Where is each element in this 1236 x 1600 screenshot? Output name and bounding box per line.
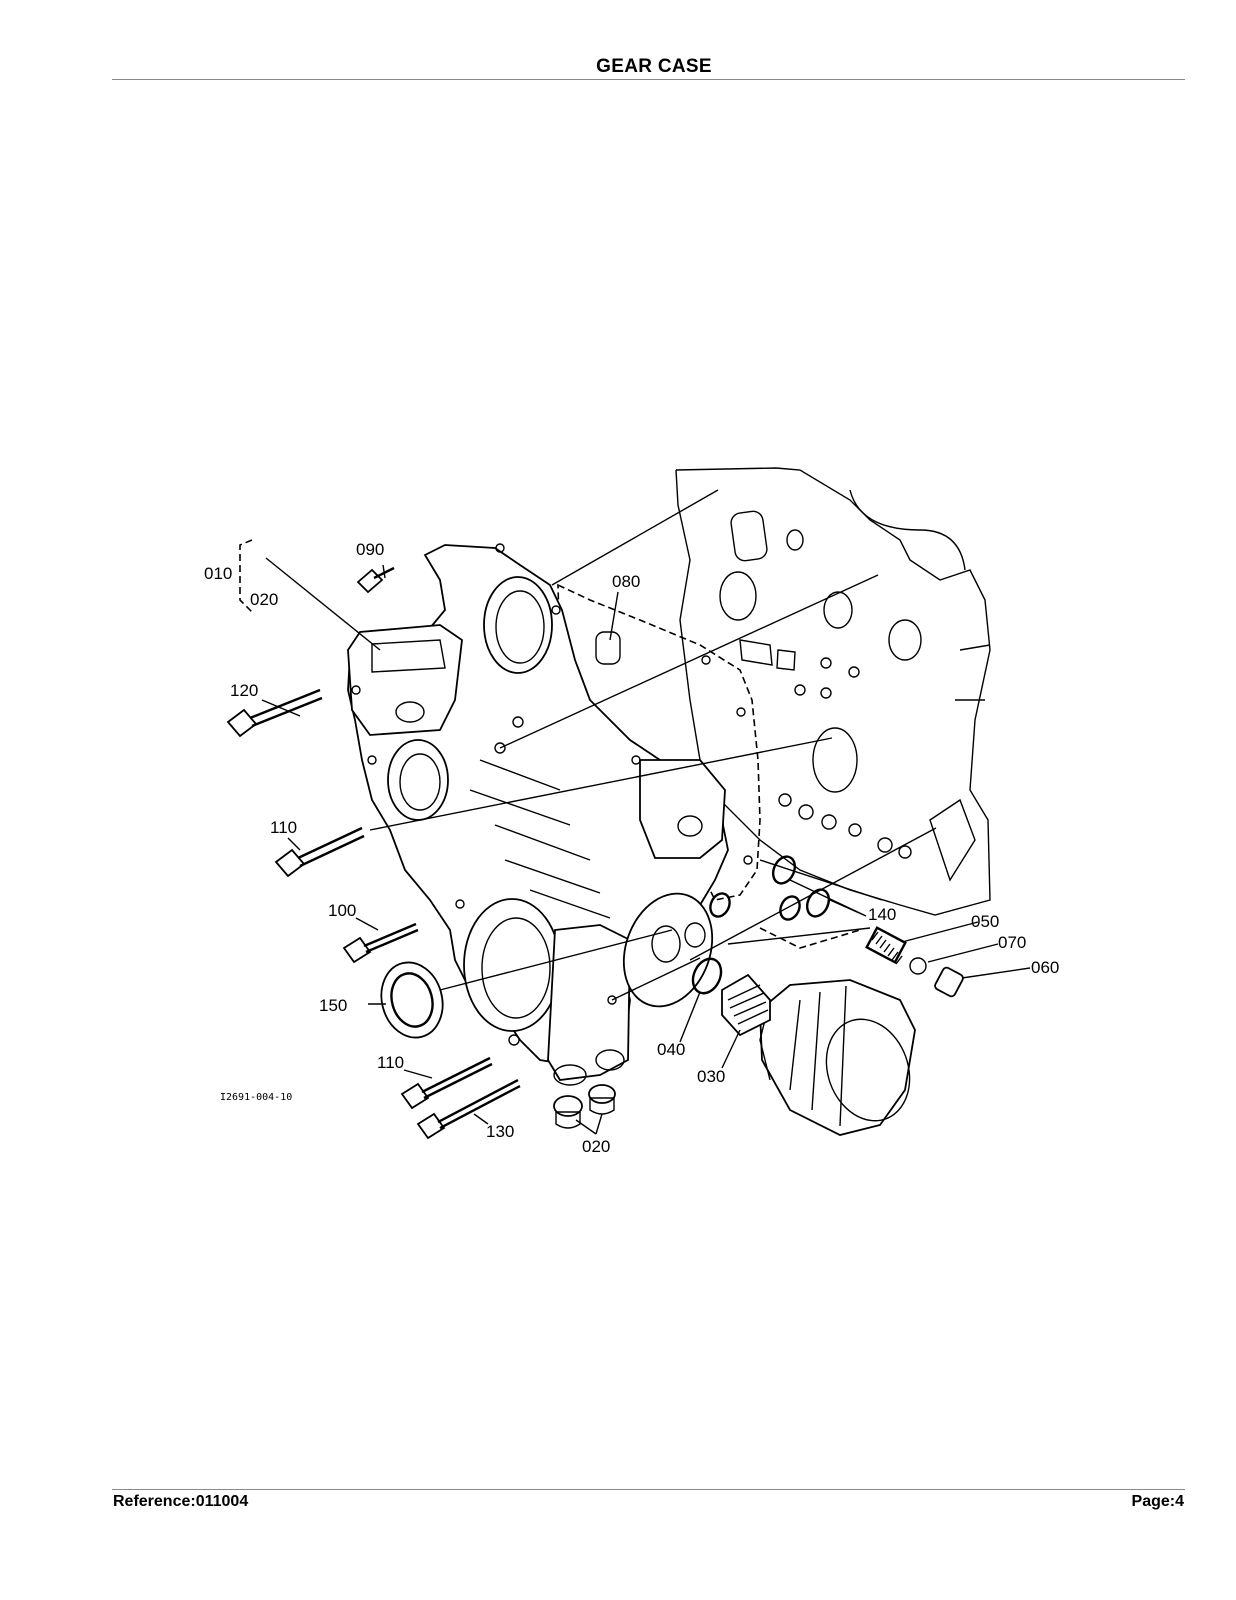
relief-valve-parts xyxy=(865,926,964,998)
cylinder-block xyxy=(675,467,991,916)
callout-030: 030 xyxy=(697,1067,725,1086)
filter-nipple xyxy=(721,973,771,1037)
callout-020-bottom: 020 xyxy=(582,1137,610,1156)
oil-filter xyxy=(759,979,916,1136)
callout-040: 040 xyxy=(657,1040,685,1059)
footer-divider xyxy=(112,1489,1185,1490)
callout-060: 060 xyxy=(1031,958,1059,977)
callout-070: 070 xyxy=(998,933,1026,952)
callout-100: 100 xyxy=(328,901,356,920)
callout-110-lower: 110 xyxy=(377,1053,404,1072)
callout-120: 120 xyxy=(230,681,258,700)
callout-110-upper: 110 xyxy=(270,818,297,837)
o-rings-140 xyxy=(709,855,831,921)
filter-flange xyxy=(622,892,714,1008)
header-divider xyxy=(112,79,1185,80)
callout-130: 130 xyxy=(486,1122,514,1141)
callout-080: 080 xyxy=(612,572,640,591)
callout-labels: 010 020 090 080 120 110 100 150 110 130 … xyxy=(204,540,1059,1156)
page-title: GEAR CASE xyxy=(596,56,712,77)
footer-reference: Reference:011004 xyxy=(113,1493,249,1510)
footer-page-number: Page:4 xyxy=(1131,1493,1184,1510)
callout-050: 050 xyxy=(971,912,999,931)
callout-150: 150 xyxy=(319,996,347,1015)
leader-lines xyxy=(239,489,1031,1135)
callout-090: 090 xyxy=(356,540,384,559)
drawing-number: I2691-004-10 xyxy=(220,1092,292,1103)
bolts xyxy=(226,566,616,1140)
callout-010: 010 xyxy=(204,564,232,583)
callout-020-top: 020 xyxy=(250,590,278,609)
callout-140: 140 xyxy=(868,905,896,924)
oil-seal xyxy=(380,961,444,1039)
